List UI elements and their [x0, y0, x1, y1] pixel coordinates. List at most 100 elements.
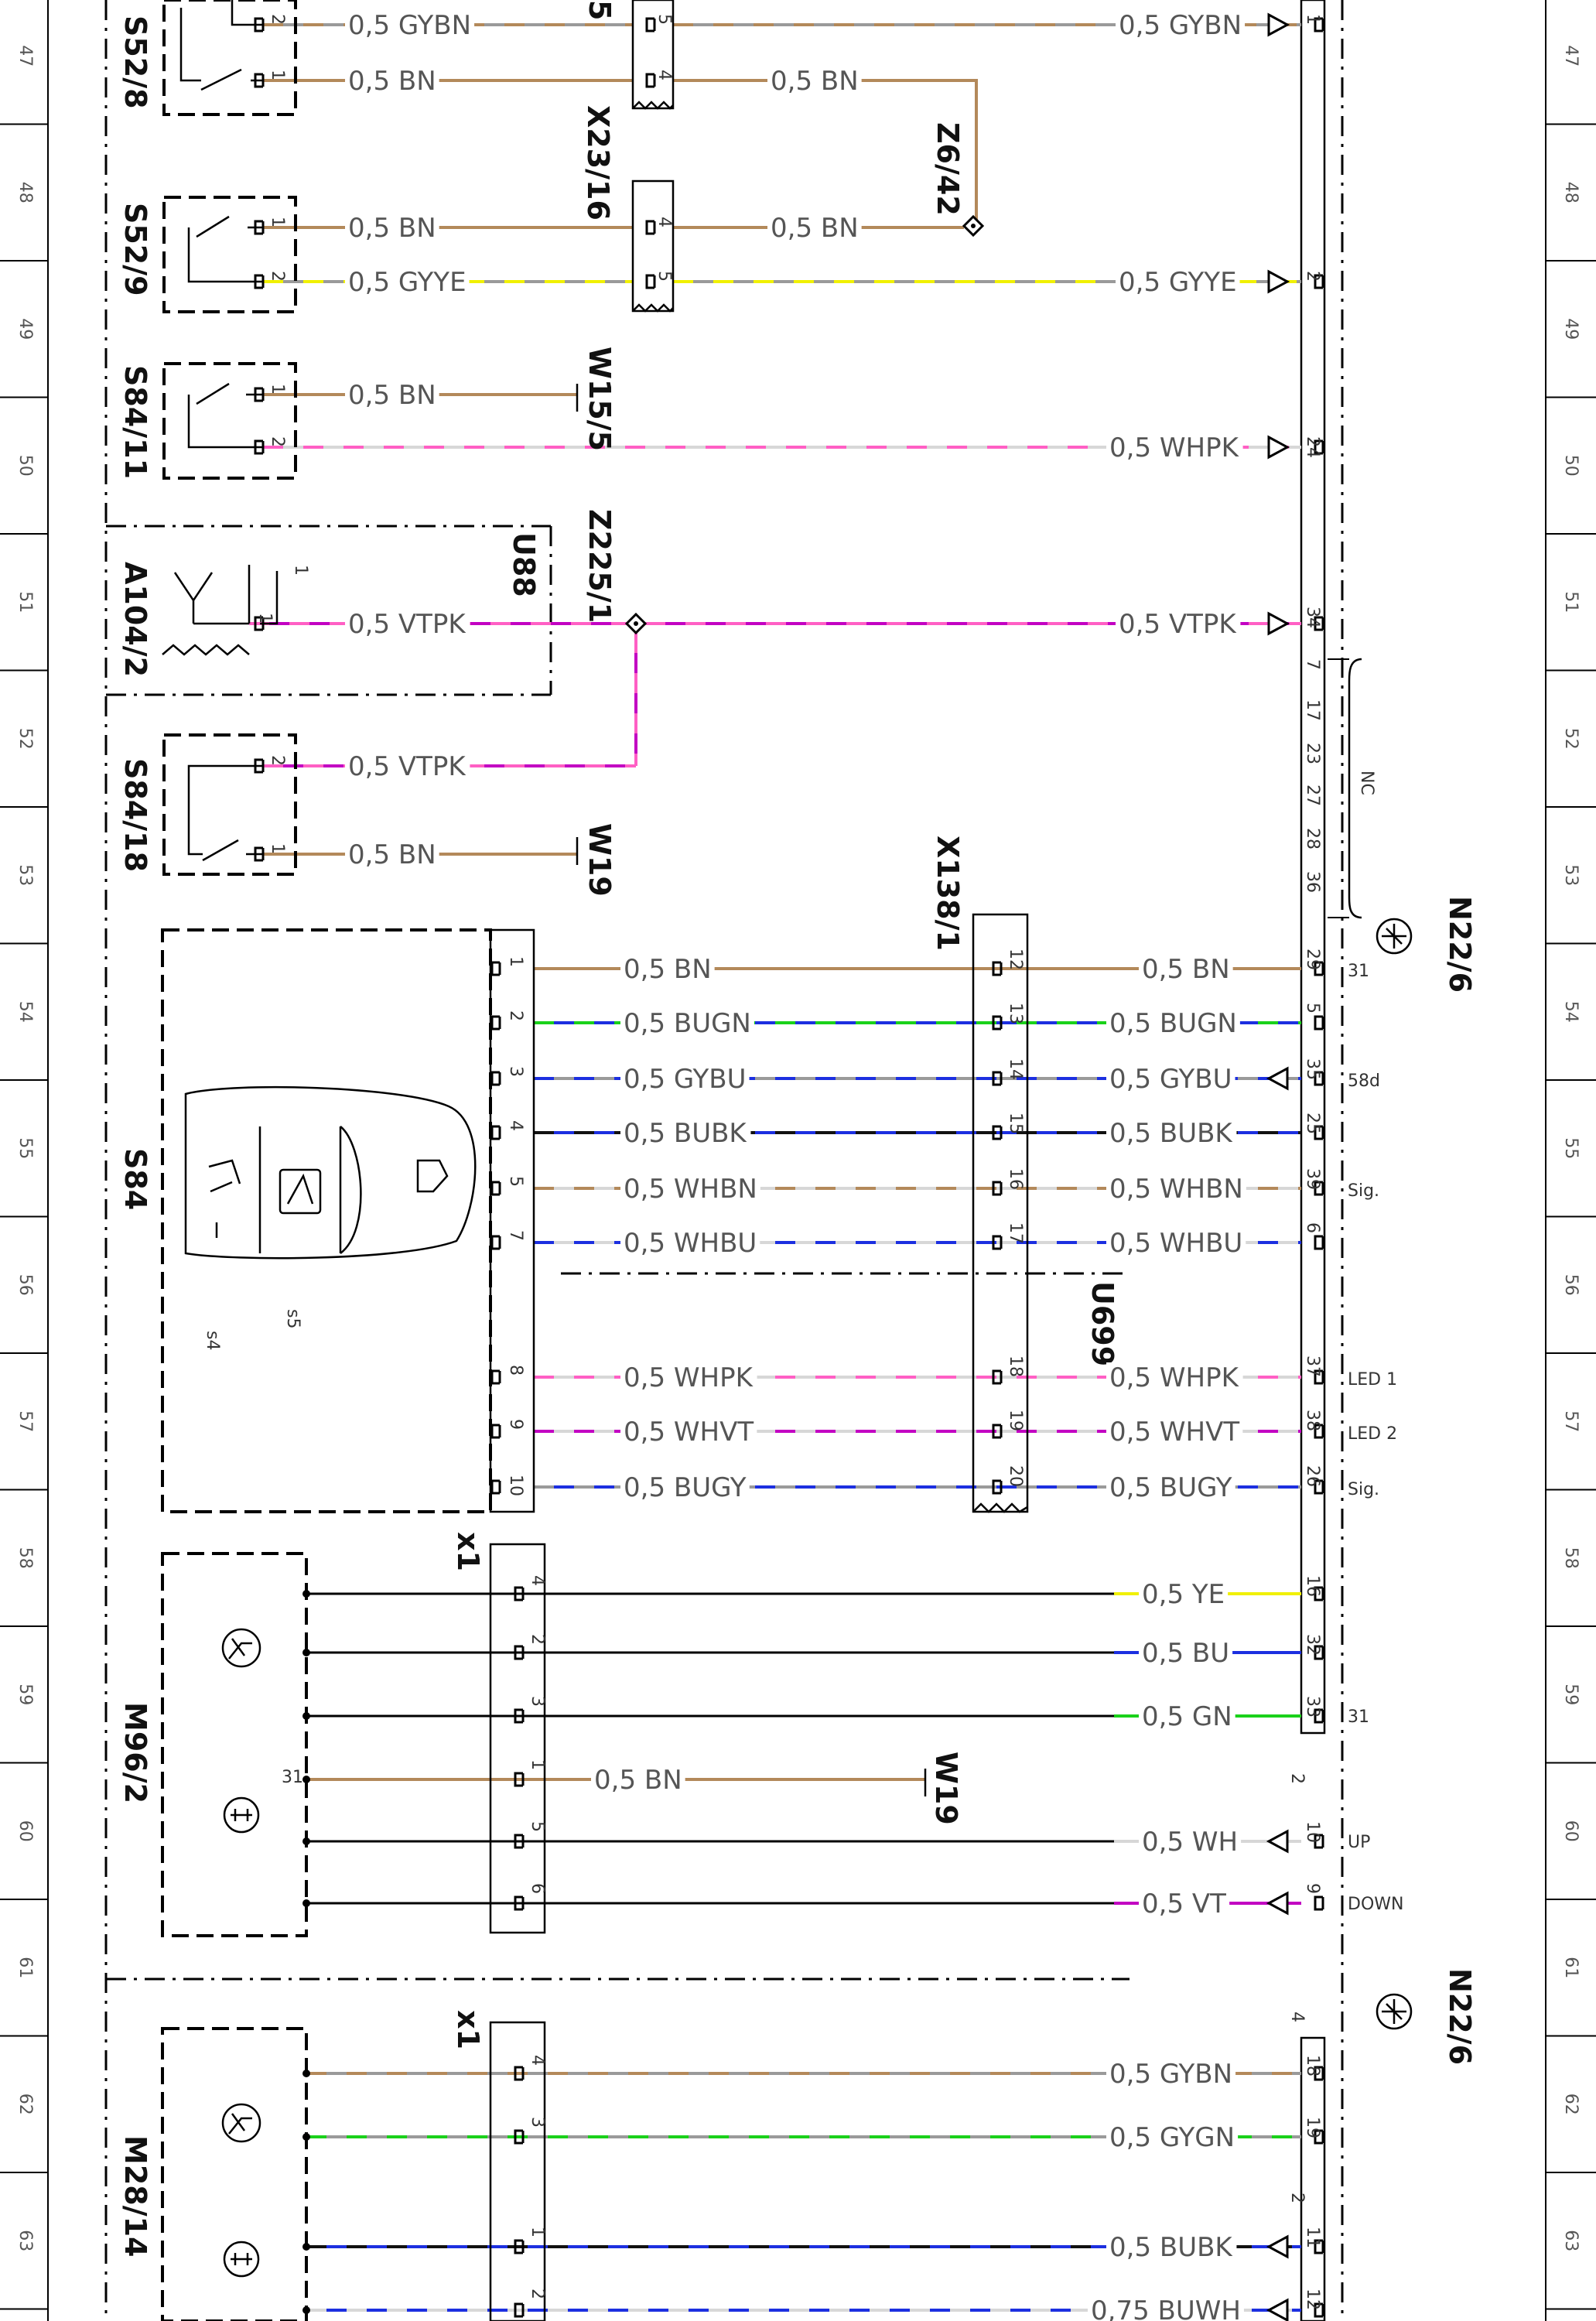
wire-label: 0,5 BN — [348, 380, 436, 411]
grid-number-right: 53 — [1561, 864, 1581, 886]
pin-number: 35 — [1303, 1058, 1322, 1080]
sig-led2: LED 2 — [1348, 1424, 1397, 1444]
x23-16-connector-top — [631, 0, 675, 110]
grid-number-right: 57 — [1561, 1410, 1581, 1432]
grid-number-left: 53 — [15, 864, 35, 886]
label-x1-b: x1 — [451, 2010, 485, 2049]
arrow-out — [1267, 1830, 1289, 1853]
grid-number-right: 56 — [1561, 1274, 1581, 1296]
grid-number-left: 50 — [15, 455, 35, 477]
s84-11-switch-symbol — [187, 382, 263, 449]
m28-14-module-box — [161, 2027, 308, 2321]
wire-label-bg — [1139, 1701, 1235, 1732]
grid-number-right: 62 — [1561, 2094, 1581, 2115]
grid-number-left: 62 — [15, 2094, 35, 2115]
wire-label-bg — [1106, 2232, 1237, 2263]
pin-number: 24 — [1303, 436, 1322, 458]
antenna-icon — [162, 565, 279, 656]
pin-number: 7 — [1303, 659, 1322, 670]
label-z225-1: Z225/1 — [583, 509, 617, 623]
wire-label: 0,5 BN — [348, 66, 436, 97]
wire-label-bg — [620, 1118, 751, 1149]
label-s52-9: S52/9 — [118, 203, 152, 296]
pin-number: 19 — [1303, 2117, 1322, 2138]
motor-icon-m96 — [223, 1796, 260, 1834]
pin-number: 18 — [1006, 1355, 1025, 1377]
pin-number: 2 — [268, 436, 287, 447]
pin-number: 12 — [1303, 2289, 1322, 2310]
wire-label: 0,5 BUBK — [1109, 2232, 1233, 2263]
grid-number-right: 50 — [1561, 455, 1581, 477]
grid-number-left: 61 — [15, 1957, 35, 1978]
wire-label: 0,5 GYYE — [1119, 267, 1237, 298]
pin-number: 26 — [1303, 1465, 1322, 1487]
pin-number: 2 — [1287, 1773, 1307, 1784]
s52-8-switch-box — [162, 0, 297, 116]
label-s52-8: S52/8 — [118, 15, 152, 109]
pin-number: 28 — [1303, 828, 1322, 849]
s52-9-switch-symbol — [187, 215, 263, 283]
wire-label-bg — [345, 267, 470, 298]
pin-number: 1 — [528, 1759, 547, 1770]
sig-gnd2: 31 — [1348, 1707, 1369, 1727]
pin-number: 5 — [654, 14, 674, 25]
sig-sig1: Sig. — [1348, 1181, 1379, 1201]
pin-number: 16 — [1303, 1575, 1322, 1597]
wire-label: 0,5 WHPK — [1109, 1362, 1240, 1393]
terminal — [1314, 1895, 1324, 1911]
terminal — [490, 961, 501, 976]
terminal — [1314, 1235, 1324, 1250]
pin-number: 3 — [506, 1066, 525, 1077]
pin-number: 19 — [1006, 1410, 1025, 1431]
grid-number-right: 49 — [1561, 318, 1581, 340]
wire-label: 0,5 BN — [348, 213, 436, 244]
wire-label-bg — [345, 213, 439, 244]
wire-label: 0,5 BN — [771, 213, 859, 244]
wire-label-bg — [1139, 1579, 1229, 1610]
label-m96-2: M96/2 — [118, 1702, 152, 1803]
key-fob-icon — [184, 1085, 477, 1260]
pin-number: 1 — [506, 956, 525, 967]
sig-gnd-m96: 31 — [282, 1768, 303, 1787]
wire-label: 0,5 VTPK — [1119, 609, 1237, 640]
s52-9-switch-box — [162, 196, 297, 313]
label-s84-11: S84/11 — [118, 365, 152, 479]
pin-number: 1 — [268, 70, 287, 80]
wire-label: 0,5 WHBU — [1109, 1228, 1242, 1259]
grid-number-left: 51 — [15, 591, 35, 613]
label-s84-18: S84/18 — [118, 758, 152, 872]
wire-label-bg — [1106, 2122, 1239, 2153]
terminal-dot — [302, 1776, 310, 1783]
terminal — [490, 1125, 501, 1140]
s84-18-switch-symbol — [187, 764, 263, 862]
wire-label-bg — [345, 751, 470, 782]
wire-z6-42-drop — [973, 79, 978, 226]
grid-number-right: 58 — [1561, 1547, 1581, 1569]
label-u699: U699 — [1085, 1281, 1119, 1366]
label-x138-1: X138/1 — [931, 836, 965, 951]
wire-label-bg — [1106, 1118, 1237, 1149]
label-x1-a: x1 — [451, 1532, 485, 1571]
s52-8-switch-symbol — [179, 0, 263, 91]
n22-6-connector-strip-a — [1300, 0, 1326, 1735]
wire-label: 0,5 BUBK — [624, 1118, 747, 1149]
wire-label: 0,5 VTPK — [348, 609, 466, 640]
pin-number: 10 — [506, 1475, 525, 1496]
wire-label-bg — [1116, 10, 1246, 41]
nc-bracket — [1348, 658, 1362, 919]
pin-number: 4 — [654, 70, 674, 80]
n22-6-connector-strip-b — [1300, 2036, 1326, 2321]
wire-label-bg — [1106, 1174, 1246, 1205]
wire-label-bg — [345, 609, 470, 640]
pin-number: 23 — [1303, 743, 1322, 764]
pin-number: 16 — [1006, 1168, 1025, 1190]
terminal — [490, 1071, 501, 1086]
wire-label: 0,5 BUGY — [1109, 1472, 1232, 1503]
wire-label: 0,5 BN — [624, 954, 712, 985]
pin-number: 2 — [1303, 271, 1322, 282]
pin-number: 6 — [528, 1883, 547, 1894]
wire-label-bg — [1139, 1889, 1230, 1919]
pin-number: 34 — [1303, 607, 1322, 628]
pin-number: 1 — [268, 217, 287, 227]
